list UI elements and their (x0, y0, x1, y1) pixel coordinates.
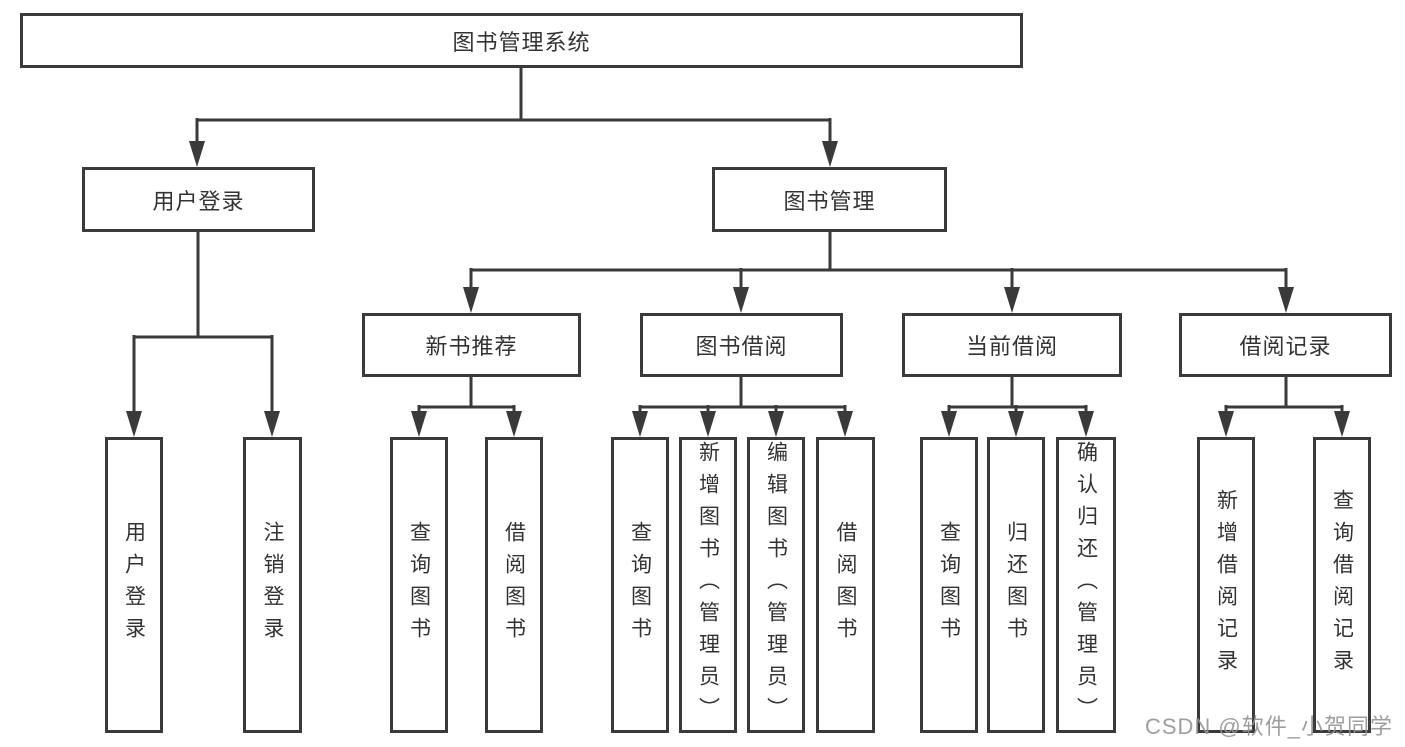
leaf-add-borrow-record: 新增借阅记录 (1197, 437, 1255, 733)
node-current-borrow: 当前借阅 (902, 313, 1122, 377)
node-label: 图书借阅 (695, 334, 788, 359)
connector-arrow-icon (632, 411, 648, 437)
node-label: 当前借阅 (965, 334, 1058, 359)
connector-user-login-branch (126, 232, 280, 437)
connector-arrow-icon (126, 411, 142, 437)
node-library-system: 图书管理系统 (20, 13, 1023, 68)
connector-arrow-icon (1004, 287, 1020, 313)
leaf-edit-books-admin: 编辑图书（管理员） (747, 437, 805, 733)
leaf-query-books-newbook: 查询图书 (390, 437, 448, 733)
node-label: 借阅记录 (1239, 334, 1332, 359)
connector-root-branch (189, 68, 838, 167)
connector-arrow-icon (506, 411, 522, 437)
leaf-query-books-current: 查询图书 (920, 437, 978, 733)
node-new-book-recommend: 新书推荐 (362, 313, 581, 377)
connector-new-book-branch (411, 377, 522, 437)
connector-book-borrow-branch (632, 377, 853, 437)
connector-arrow-icon (1078, 411, 1094, 437)
node-label: 借阅图书 (502, 521, 526, 649)
node-label: 查询借阅记录 (1330, 489, 1354, 681)
node-label: 新书推荐 (425, 334, 518, 359)
connector-arrow-icon (189, 141, 205, 167)
node-label: 查询图书 (937, 521, 961, 649)
node-label: 归还图书 (1004, 521, 1028, 649)
leaf-query-borrow-record: 查询借阅记录 (1313, 437, 1371, 733)
node-label: 图书管理 (783, 188, 876, 214)
leaf-return-books: 归还图书 (987, 437, 1045, 733)
node-label: 图书管理系统 (452, 29, 591, 55)
node-label: 查询图书 (407, 521, 431, 649)
leaf-add-books-admin: 新增图书（管理员） (679, 437, 737, 733)
connector-arrow-icon (1218, 411, 1234, 437)
connector-arrow-icon (1278, 287, 1294, 313)
node-label: 注销登录 (261, 521, 285, 649)
leaf-query-books-borrow: 查询图书 (611, 437, 669, 733)
node-label: 借阅图书 (834, 521, 858, 649)
node-label: 新增图书（管理员） (696, 441, 720, 729)
connector-current-borrow-branch (941, 377, 1094, 437)
connector-arrow-icon (411, 411, 427, 437)
connector-arrow-icon (1334, 411, 1350, 437)
node-label: 编辑图书（管理员） (764, 441, 788, 729)
connector-arrow-icon (463, 287, 479, 313)
node-user-login: 用户登录 (82, 167, 315, 232)
connector-arrow-icon (941, 411, 957, 437)
node-label: 查询图书 (628, 521, 652, 649)
leaf-logout: 注销登录 (243, 437, 302, 733)
node-book-management: 图书管理 (712, 167, 947, 232)
leaf-borrow-books-newbook: 借阅图书 (485, 437, 543, 733)
node-borrow-records: 借阅记录 (1179, 313, 1392, 377)
connector-arrow-icon (700, 411, 716, 437)
csdn-watermark: CSDN @软件_小贺同学 (1144, 714, 1393, 739)
connector-arrow-icon (768, 411, 784, 437)
leaf-borrow-books: 借阅图书 (816, 437, 875, 733)
connector-arrow-icon (822, 141, 838, 167)
node-label: 用户登录 (152, 188, 245, 214)
connector-arrow-icon (733, 287, 749, 313)
connector-arrow-icon (1008, 411, 1024, 437)
leaf-user-login: 用户登录 (105, 437, 163, 733)
node-label: 新增借阅记录 (1214, 489, 1238, 681)
node-book-borrow: 图书借阅 (640, 313, 843, 377)
node-label: 用户登录 (122, 521, 146, 649)
connector-arrow-icon (837, 411, 853, 437)
leaf-confirm-return-admin: 确认归还（管理员） (1056, 437, 1116, 733)
connector-borrow-records-branch (1218, 377, 1350, 437)
node-label: 确认归还（管理员） (1074, 441, 1098, 729)
connector-book-management-branch (463, 232, 1294, 313)
connector-arrow-icon (264, 411, 280, 437)
